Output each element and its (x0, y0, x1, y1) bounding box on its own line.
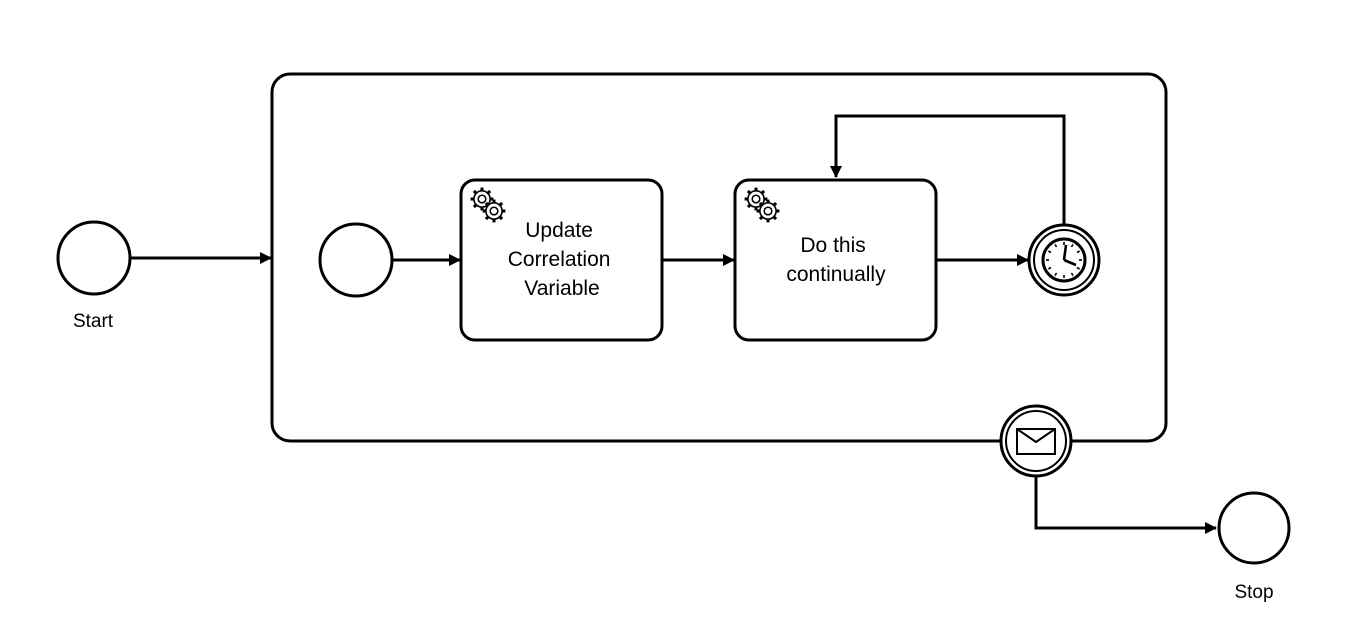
svg-text:Do this continually: Do this continually (786, 234, 886, 286)
start-event-label: Start (73, 311, 114, 332)
task-update-line-2: Correlation (508, 248, 611, 271)
svg-text:Update Correlation: Update Correlation Variable (508, 219, 617, 300)
task-update-line-3: Variable (524, 277, 600, 300)
end-event[interactable] (1217, 491, 1291, 565)
task-continual-line-1: Do this (800, 234, 865, 257)
task-continual-line-2: continually (786, 263, 886, 286)
start-event[interactable] (56, 220, 132, 296)
boundary-message-event[interactable] (999, 404, 1073, 478)
inner-start-event[interactable] (318, 222, 394, 298)
task-update-correlation-variable[interactable]: Update Correlation Variable (459, 178, 664, 342)
end-event-label: Stop (1234, 582, 1273, 603)
task-do-this-continually[interactable]: Do this continually (733, 178, 938, 342)
task-update-line-1: Update (525, 219, 593, 242)
sequence-flow-message-to-stop[interactable] (1034, 476, 1217, 534)
envelope-icon (1016, 428, 1056, 455)
sequence-flow-timer-loop-back[interactable] (830, 114, 1066, 225)
timer-intermediate-event[interactable] (1027, 223, 1101, 297)
subprocess-container[interactable] (270, 72, 1168, 443)
clock-icon (1041, 237, 1087, 283)
